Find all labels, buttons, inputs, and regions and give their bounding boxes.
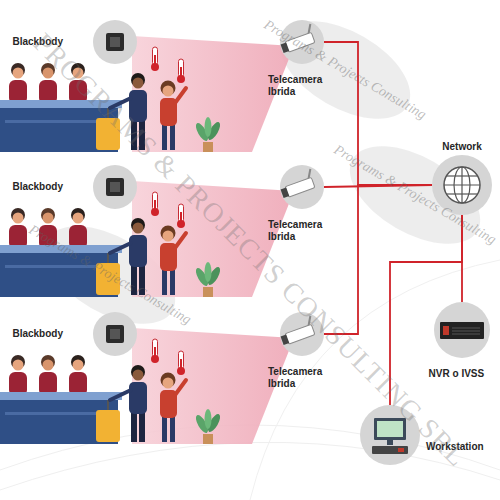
network-cable [324, 185, 432, 334]
logo-oval [264, 1, 427, 139]
node-label: Telecamera Ibrida [268, 74, 330, 98]
nvr-node: NVR o IVSS [434, 302, 490, 358]
camera-node: Telecamera Ibrida [280, 312, 324, 356]
network-cable [324, 42, 432, 185]
blackbody-node: Blackbody [93, 312, 137, 356]
blackbody-node: Blackbody [93, 20, 137, 64]
reception-scene [0, 181, 294, 297]
reception-scene [0, 36, 294, 152]
network-node: Network [432, 155, 492, 215]
node-label: Telecamera Ibrida [268, 366, 330, 390]
node-label: Telecamera Ibrida [268, 219, 330, 243]
node-label: NVR o IVSS [429, 368, 485, 380]
node-label: Blackbody [12, 328, 63, 340]
node-label: Blackbody [12, 36, 63, 48]
node-label: Workstation [426, 441, 484, 453]
blackbody-node: Blackbody [93, 165, 137, 209]
camera-node: Telecamera Ibrida [280, 20, 324, 64]
reception-scene [0, 328, 294, 444]
background-curve [0, 442, 500, 490]
node-label: Network [442, 141, 481, 153]
node-label: Blackbody [12, 181, 63, 193]
watermark-text: PROGRAMS & PROJECTS CONSULTING SRL [27, 27, 473, 473]
workstation-node: Workstation [360, 405, 420, 465]
camera-node: Telecamera Ibrida [280, 165, 324, 209]
